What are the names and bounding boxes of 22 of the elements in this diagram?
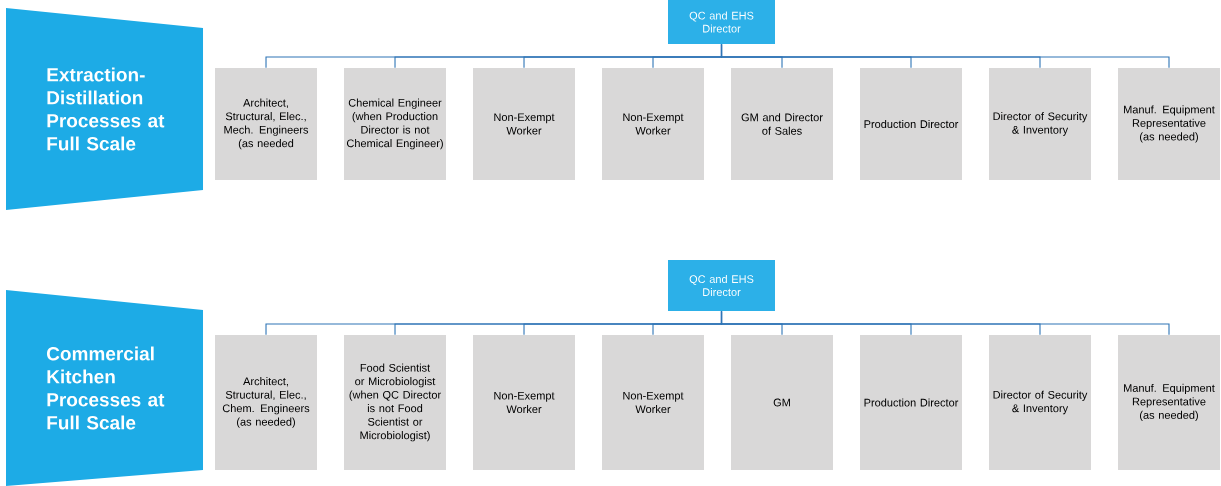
role-box: Non-Exempt Worker: [602, 68, 704, 180]
role-box: Architect, Structural, Elec., Chem. Engineers (as needed): [215, 335, 317, 470]
banner: Commercial Kitchen Processes at Full Scale: [6, 290, 203, 486]
role-box: Production Director: [860, 335, 962, 470]
role-box: Food Scientist or Microbiologist (when QC Director is not Food Scientist or Microbiologist): [344, 335, 446, 470]
role-box: Architect, Structural, Elec., Mech. Engineers (as needed: [215, 68, 317, 180]
role-box: Non-Exempt Worker: [473, 335, 575, 470]
role-box: Manuf. Equipment Representative (as needed): [1118, 335, 1220, 470]
role-box: GM and Director of Sales: [731, 68, 833, 180]
role-box: GM: [731, 335, 833, 470]
role-box: Production Director: [860, 68, 962, 180]
role-box: Non-Exempt Worker: [602, 335, 704, 470]
connector-line: [720, 43, 1170, 69]
banner: Extraction-Distillation Processes at Full Scale: [6, 8, 203, 210]
director-box: QC and EHS Director: [668, 0, 775, 44]
role-box: Manuf. Equipment Representative (as needed): [1118, 68, 1220, 180]
role-box: Director of Security & Inventory: [989, 68, 1091, 180]
director-box: QC and EHS Director: [668, 260, 775, 311]
role-box: Chemical Engineer (when Production Director is not Chemical Engineer): [344, 68, 446, 180]
connector-line: [720, 310, 1170, 336]
role-box: Non-Exempt Worker: [473, 68, 575, 180]
role-box: Director of Security & Inventory: [989, 335, 1091, 470]
